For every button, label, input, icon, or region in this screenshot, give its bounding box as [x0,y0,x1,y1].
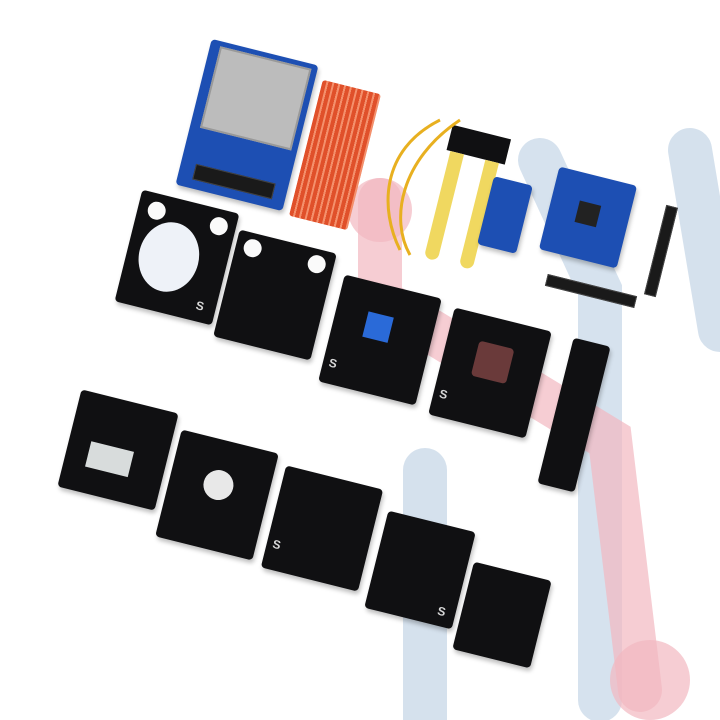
jumper-wires [386,118,461,256]
product-photo: S S S S S [57,38,720,720]
